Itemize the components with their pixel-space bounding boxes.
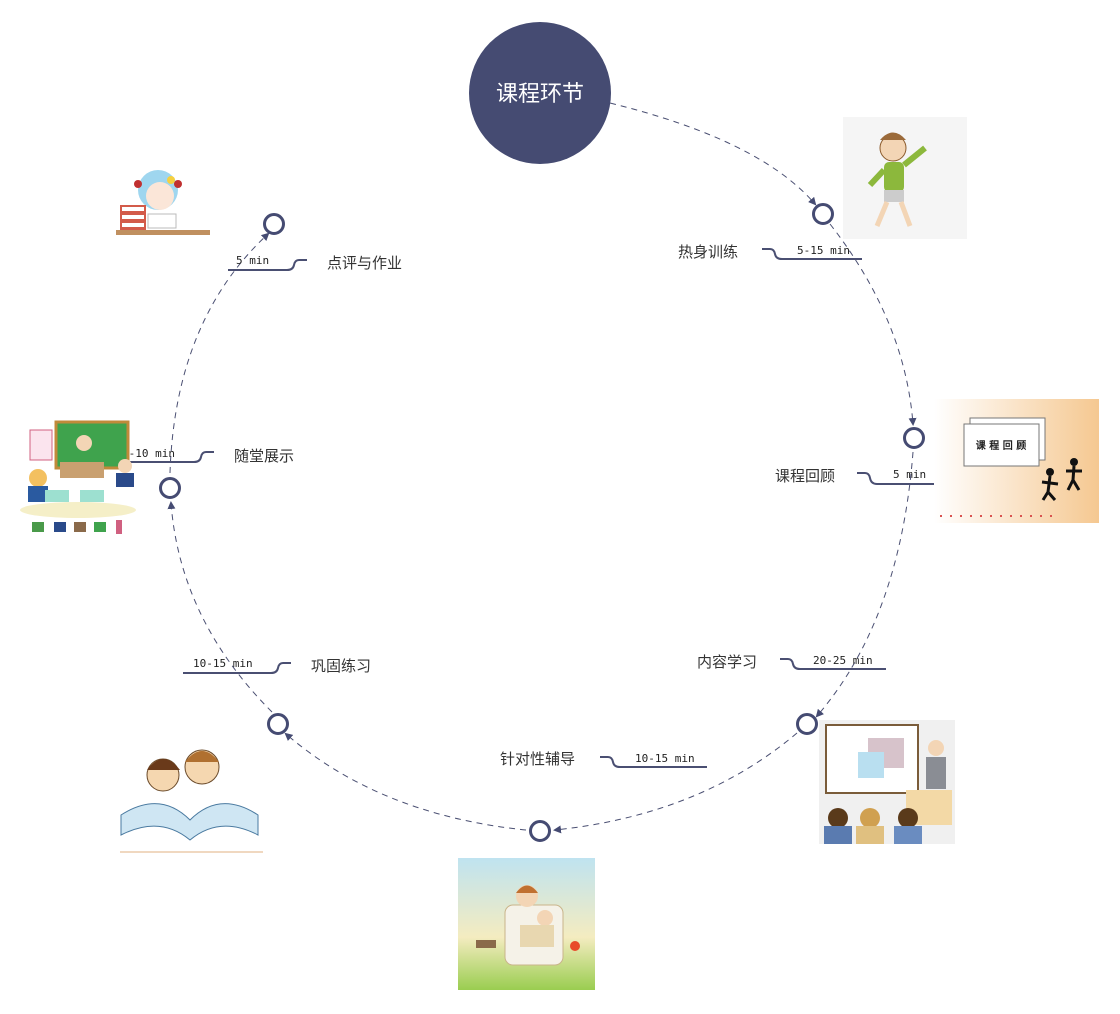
step-label: 针对性辅导 — [500, 750, 575, 768]
step-node-6 — [159, 477, 181, 499]
kids-reading-book-illustration — [120, 749, 263, 853]
step-node-4 — [529, 820, 551, 842]
center-node: 课程环节 — [469, 22, 611, 164]
step-time: 5-10 min — [122, 447, 175, 460]
step-label: 内容学习 — [697, 653, 757, 671]
step-practice: 巩固练习 10-15 min — [183, 657, 371, 675]
step-time: 5 min — [893, 468, 926, 481]
step-node-7 — [263, 213, 285, 235]
classroom-illustration — [20, 420, 136, 534]
step-label: 热身训练 — [678, 243, 738, 261]
review-image-text: 课 程 回 顾 — [976, 439, 1026, 452]
step-label: 巩固练习 — [311, 657, 371, 675]
step-showcase: 随堂展示 5-10 min — [122, 447, 294, 465]
stretching-girl-illustration — [843, 117, 967, 239]
teacher-presentation-illustration — [819, 720, 955, 844]
anime-girl-studying-illustration — [116, 170, 210, 235]
center-title: 课程环节 — [496, 82, 584, 107]
step-label: 课程回顾 — [775, 467, 835, 485]
step-node-1 — [812, 203, 834, 225]
step-time: 5 min — [236, 254, 269, 267]
step-feedback-homework: 点评与作业 5 min — [228, 254, 402, 272]
step-label: 点评与作业 — [327, 254, 402, 272]
step-learning: 内容学习 20-25 min — [697, 653, 886, 671]
mother-reading-illustration — [458, 858, 595, 990]
step-node-5 — [267, 713, 289, 735]
cycle-path — [167, 102, 917, 834]
step-time: 5-15 min — [797, 244, 850, 257]
step-time: 10-15 min — [635, 752, 695, 765]
step-node-2 — [903, 427, 925, 449]
step-review: 课程回顾 5 min — [775, 467, 945, 485]
step-tutoring: 针对性辅导 10-15 min — [500, 750, 707, 768]
step-node-3 — [796, 713, 818, 735]
step-label: 随堂展示 — [234, 447, 294, 465]
step-time: 20-25 min — [813, 654, 873, 667]
step-warmup: 热身训练 5-15 min — [678, 243, 862, 261]
course-review-illustration: 课 程 回 顾 — [934, 399, 1099, 523]
step-time: 10-15 min — [193, 657, 253, 670]
